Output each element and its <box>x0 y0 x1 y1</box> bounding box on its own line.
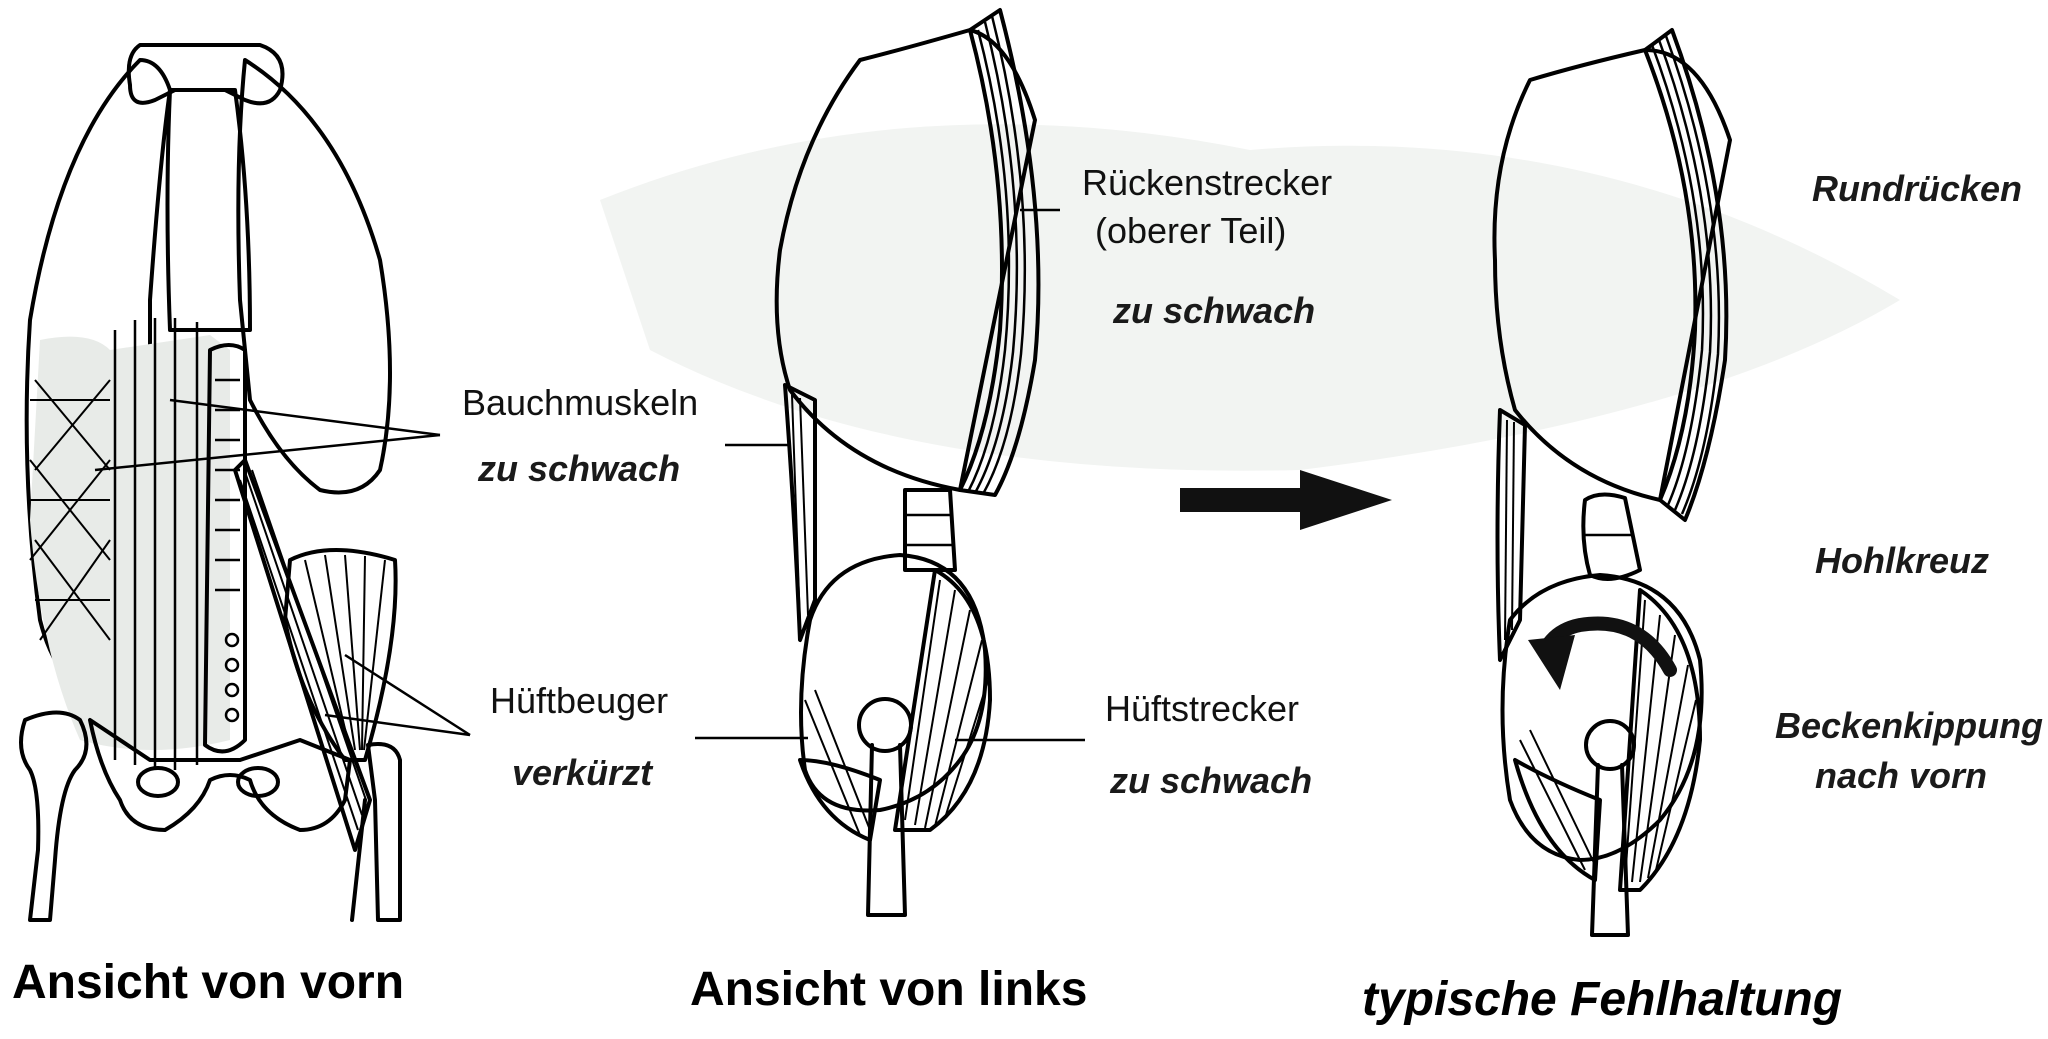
side-thigh-front <box>798 758 882 842</box>
label-ruecken-zu-schwach: zu schwach <box>1113 290 1316 331</box>
posture-figure <box>1492 28 1732 937</box>
label-oberer-teil: (oberer Teil) <box>1095 210 1287 251</box>
posture-back-extensor <box>1643 28 1729 522</box>
posture-hip-extensor <box>1618 588 1702 892</box>
iliacus-muscle <box>283 548 398 762</box>
right-femur-shaft <box>350 798 367 922</box>
side-femur <box>866 743 907 917</box>
side-leader-lines <box>695 208 1085 742</box>
sternum <box>165 88 252 332</box>
clavicle-top <box>126 43 285 106</box>
side-pelvis <box>799 553 988 813</box>
right-rib-lobe <box>236 58 392 495</box>
posture-pelvis <box>1500 573 1704 862</box>
left-femur <box>19 710 89 922</box>
label-rundruecken: Rundrücken <box>1812 168 2023 209</box>
side-thigh-front-fibers <box>804 689 871 836</box>
posture-back-fibers <box>1650 35 1721 515</box>
posture-thigh-front <box>1513 758 1602 882</box>
label-hohlkreuz: Hohlkreuz <box>1815 540 1990 581</box>
oblique-hatch <box>29 379 111 641</box>
label-nach-vorn: nach vorn <box>1815 755 1988 796</box>
pelvic-tilt-arrowhead <box>1528 635 1575 690</box>
posture-abdominal-fibers <box>1504 419 1515 641</box>
side-abdominal-wall <box>783 383 817 642</box>
label-bauchmuskeln: Bauchmuskeln <box>462 382 699 423</box>
right-arrow <box>1180 470 1392 530</box>
label-hueftstrecker: Hüftstrecker <box>1105 688 1300 729</box>
label-hueftbeuger: Hüftbeuger <box>490 680 669 721</box>
side-lumbar-spine <box>903 488 957 572</box>
lumbar-spine <box>203 343 247 754</box>
posture-thigh-fibers <box>1519 729 1596 871</box>
pelvis-right-hole <box>236 766 280 798</box>
left-view-figure <box>695 8 1085 917</box>
back-extensor-fibers <box>966 15 1027 495</box>
label-verkuerzt: verkürzt <box>512 752 653 793</box>
front-view-figure <box>19 43 471 922</box>
sacral-holes <box>224 632 240 723</box>
side-femoral-head <box>857 697 913 753</box>
front-leader-lines <box>94 398 471 737</box>
caption-left-view: Ansicht von links <box>690 963 1088 1016</box>
posture-abdominal-wall <box>1495 408 1527 662</box>
pelvis-left-hole <box>136 766 180 798</box>
rectus-abdominis <box>113 318 199 770</box>
right-femur <box>366 742 402 922</box>
pelvis <box>88 718 352 832</box>
spine-ticks <box>215 378 240 592</box>
background-smudge <box>600 124 1900 471</box>
side-abdominal-fibers <box>791 394 809 626</box>
posture-lumbar-spine <box>1581 492 1642 581</box>
hip-flexor-muscle <box>233 458 372 852</box>
label-rueckenstrecker: Rückenstrecker <box>1082 162 1333 203</box>
caption-front-view: Ansicht von vorn <box>12 956 405 1009</box>
caption-posture: typische Fehlhaltung <box>1362 973 1843 1026</box>
hip-extensor-muscle <box>893 568 992 832</box>
abdomen-shading <box>30 335 230 750</box>
label-hueft-zu-schwach: zu schwach <box>1110 760 1313 801</box>
posture-femur <box>1590 763 1630 937</box>
label-bauch-zu-schwach: zu schwach <box>478 448 681 489</box>
posture-femoral-head <box>1584 719 1636 771</box>
hip-extensor-fibers <box>904 579 989 829</box>
back-extensor-upper <box>958 8 1041 497</box>
label-beckenkippung: Beckenkippung <box>1775 705 2044 746</box>
